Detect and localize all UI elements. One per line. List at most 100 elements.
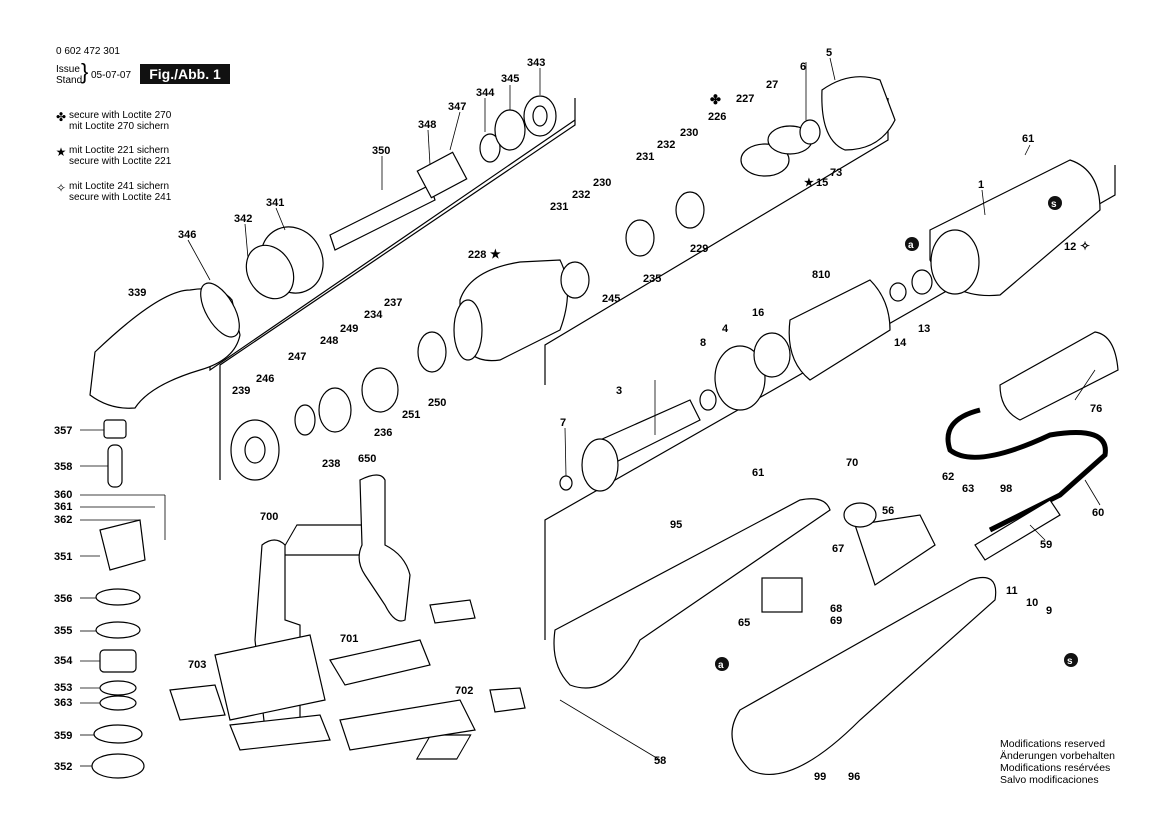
cable-guard-59 [974, 499, 1061, 561]
callout-10: 10 [1026, 597, 1038, 609]
fan-3 [581, 438, 619, 492]
switch-56 [854, 514, 936, 586]
motor-housing-face [930, 229, 980, 295]
legend-line: secure with Loctite 270 [69, 110, 172, 121]
legend-line: secure with Loctite 241 [69, 192, 172, 203]
callout-247: 247 [288, 351, 306, 363]
frame-head-section [219, 98, 576, 480]
callout-70: 70 [846, 457, 858, 469]
legend-line: mit Loctite 270 sichern [69, 121, 170, 132]
callout-229: 229 [690, 243, 708, 255]
marker-s: s [1067, 656, 1073, 667]
legend-line: mit Loctite 241 sichern [69, 181, 170, 192]
ring-16 [753, 332, 791, 378]
callout-69: 69 [830, 615, 842, 627]
nut-352 [91, 753, 145, 779]
ring-363 [99, 695, 137, 711]
ring-235 [625, 219, 655, 257]
marker-a: a [718, 660, 724, 671]
callout-27: 27 [766, 79, 778, 91]
housing-nut-5 [821, 76, 896, 151]
callout-67: 67 [832, 543, 844, 555]
callout-353: 353 [54, 682, 72, 694]
callout-12: 12 [1064, 241, 1076, 253]
part-number: 0 602 472 301 [56, 46, 120, 57]
issue-date: 05-07-07 [91, 70, 132, 81]
callout-16: 16 [752, 307, 764, 319]
bearing-348 [416, 151, 468, 199]
callout-228: 228 [468, 249, 486, 261]
callout-9: 9 [1046, 605, 1052, 617]
brace-glyph: } [81, 59, 89, 84]
callout-58: 58 [654, 755, 666, 767]
housing-half-lower [731, 576, 997, 775]
callout-356: 356 [54, 593, 72, 605]
ring-250 [417, 331, 447, 373]
bevel-gear-351 [99, 519, 146, 571]
bush-357 [103, 419, 127, 439]
angle-head-rim [200, 282, 240, 338]
ring-343-bore [532, 105, 548, 127]
callout-650: 650 [358, 453, 376, 465]
callout-65: 65 [738, 617, 750, 629]
bearing-6 [799, 119, 821, 145]
callout-95: 95 [670, 519, 682, 531]
callout-96: 96 [848, 771, 860, 783]
callout-234: 234 [364, 309, 383, 321]
clover-icon: ✤ [55, 110, 67, 124]
angle-head-housing [89, 288, 241, 409]
callout-232: 232 [572, 189, 590, 201]
shaft-350 [329, 184, 436, 251]
callout-343: 343 [527, 57, 545, 69]
callout-231: 231 [550, 201, 568, 213]
ring-238 [318, 387, 352, 433]
ring-13 [911, 269, 933, 295]
callout-227: 227 [736, 93, 754, 105]
pad-701 [429, 599, 476, 624]
fan-guide-4 [714, 345, 766, 411]
callout-700: 700 [260, 511, 278, 523]
washer-14 [889, 282, 907, 302]
callout-236: 236 [374, 427, 392, 439]
modifications-line: Modifications reserved [1000, 738, 1106, 750]
legend-line: mit Loctite 221 sichern [69, 145, 170, 156]
callout-352: 352 [54, 761, 72, 773]
callout-248: 248 [320, 335, 338, 347]
callout-357: 357 [54, 425, 72, 437]
callout-359: 359 [54, 730, 72, 742]
callout-59: 59 [1040, 539, 1052, 551]
callout-15: 15 [816, 177, 828, 189]
needle-bearing-354 [99, 649, 137, 673]
holder-700-base [214, 634, 326, 721]
cable-sleeve-76 [999, 331, 1119, 421]
callout-61: 61 [752, 467, 764, 479]
callout-235: 235 [643, 273, 661, 285]
four-point-star-icon: ✧ [55, 181, 67, 195]
callout-245: 245 [602, 293, 620, 305]
callout-232: 232 [657, 139, 675, 151]
callout-348: 348 [418, 119, 436, 131]
modifications-note: Modifications reserved Änderungen vorbeh… [1000, 738, 1115, 786]
callout-11: 11 [1006, 585, 1018, 597]
modifications-line: Salvo modificaciones [1000, 774, 1099, 786]
callout-360: 360 [54, 489, 72, 501]
washer-355 [95, 621, 141, 639]
washer-227 [740, 143, 790, 177]
marker-s-circle [1048, 196, 1062, 210]
callout-99: 99 [814, 771, 826, 783]
callout-63: 63 [962, 483, 974, 495]
callout-3: 3 [616, 385, 622, 397]
callout-354: 354 [54, 655, 73, 667]
cable-markers: a s a s [715, 196, 1078, 671]
stand-label: Stand [56, 75, 83, 86]
planet-carrier-245 [560, 261, 590, 299]
ring-359 [93, 724, 143, 744]
callout-339: 339 [128, 287, 146, 299]
field-810 [788, 279, 891, 381]
marker-s: s [1051, 199, 1057, 210]
callout-4: 4 [722, 323, 729, 335]
callout-347: 347 [448, 101, 466, 113]
callout-226: 226 [708, 111, 726, 123]
callout-810: 810 [812, 269, 830, 281]
callout-341: 341 [266, 197, 284, 209]
